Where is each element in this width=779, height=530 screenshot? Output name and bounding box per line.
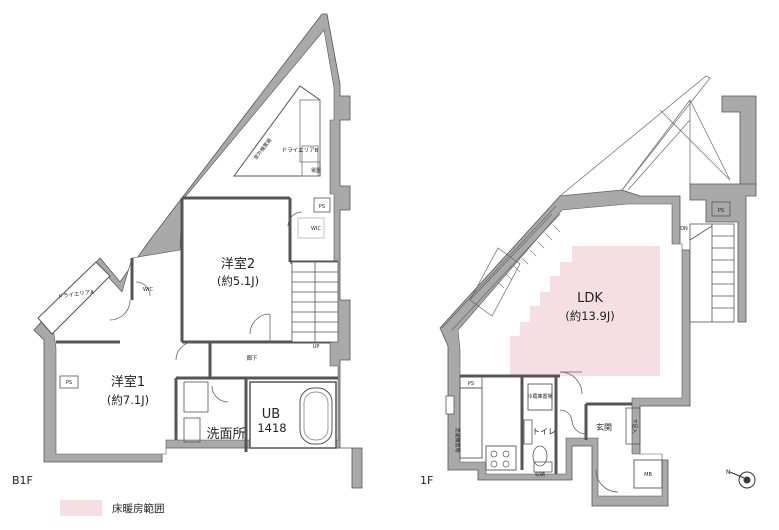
label-laundry: 洗濯機置場 xyxy=(454,427,461,452)
room-size-ldk: (約13.9J) xyxy=(565,309,614,323)
legend-label-floor-heating: 床暖房範囲 xyxy=(112,502,165,515)
label-ps-1f-2: PS xyxy=(718,208,724,214)
label-dry-area-b: ドライエリアB xyxy=(282,147,319,154)
room-name-entrance: 玄関 xyxy=(596,422,612,432)
label-mb: MB xyxy=(644,472,652,478)
label-storage-b1f: 電盤 xyxy=(311,167,321,174)
room-name-unit-bath: UB xyxy=(262,407,280,422)
room-name-bedroom2: 洋室2 xyxy=(221,256,255,272)
1f-stairs xyxy=(689,223,735,323)
room-name-ldk: LDK xyxy=(577,291,603,306)
label-ps-b1f-1: PS xyxy=(66,380,72,386)
label-ps-1f-1: PS xyxy=(468,381,474,387)
legend-swatch-floor-heating xyxy=(60,500,102,516)
room-name-bedroom1: 洋室1 xyxy=(111,374,145,390)
floor-label-1f: 1F xyxy=(420,474,433,487)
label-fridge: 冷蔵庫置場 xyxy=(527,393,552,400)
label-corridor: 廊下 xyxy=(246,354,258,362)
room-name-washroom: 洗面所 xyxy=(206,427,245,442)
label-wic-b1f-1: WIC xyxy=(143,287,153,293)
north-arrow-icon: N xyxy=(726,469,756,489)
label-up: UP xyxy=(313,344,320,350)
label-storage-1f: 収納 xyxy=(535,471,545,478)
dry-area-a xyxy=(37,261,111,335)
1f-void xyxy=(558,75,731,197)
label-shoe-cabinet: 下足入 xyxy=(631,418,637,433)
room-size-bedroom1: (約7.1J) xyxy=(107,393,149,407)
room-size-unit-bath: 1418 xyxy=(257,421,286,435)
label-wic-b1f-2: WIC xyxy=(311,226,321,232)
svg-text:N: N xyxy=(726,469,731,476)
b1f-stairs xyxy=(291,261,339,343)
room-name-toilet: トイレ xyxy=(532,427,556,436)
floor-label-b1f: B1F xyxy=(12,474,33,487)
room-size-bedroom2: (約5.1J) xyxy=(217,274,259,288)
1f-right-wall-upper xyxy=(721,95,757,187)
b1f-floor-plan xyxy=(33,13,363,489)
1f-floor-plan xyxy=(439,75,757,507)
label-dn: DN xyxy=(680,226,688,232)
label-ps-b1f-2: PS xyxy=(319,204,325,210)
